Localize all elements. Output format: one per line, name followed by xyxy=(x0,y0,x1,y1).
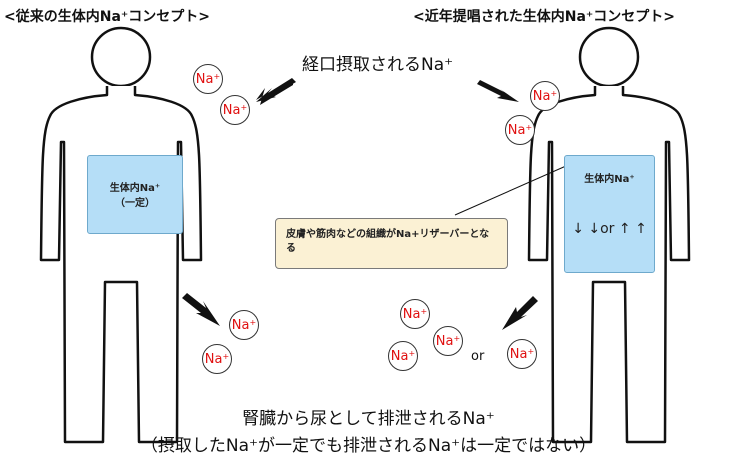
excretion-note: （摂取したNa⁺が一定でも排泄されるNa⁺は一定ではない） xyxy=(140,436,597,456)
sodium-ion: Na+ xyxy=(229,310,259,340)
sodium-ion: Na+ xyxy=(220,95,250,125)
left-person-figure xyxy=(39,26,203,444)
sodium-ion: Na+ xyxy=(193,64,223,94)
right-body-sodium-box: 生体内Na⁺ ↓ ↓or ↑ ↑ xyxy=(564,155,655,273)
sodium-ion: Na+ xyxy=(433,326,463,356)
left-body-sodium-box: 生体内Na⁺ （一定） xyxy=(87,155,183,234)
sodium-ion: Na+ xyxy=(202,344,232,374)
excretion-arrow-left-icon xyxy=(182,293,220,326)
intake-arrow-left-icon xyxy=(256,78,296,105)
reservoir-callout: 皮膚や筋肉などの組織がNa+リザーバーとなる xyxy=(275,218,508,269)
intake-arrow-right-icon xyxy=(477,80,519,102)
or-label: or xyxy=(471,349,485,364)
left-body-sodium-constant: （一定） xyxy=(115,198,155,209)
recent-concept-title: <近年提唱された生体内Na⁺コンセプト> xyxy=(413,9,676,25)
conventional-concept-title: <従来の生体内Na⁺コンセプト> xyxy=(4,9,211,25)
sodium-ion: Na+ xyxy=(530,81,560,111)
oral-intake-label: 経口摂取されるNa⁺ xyxy=(302,55,454,75)
sodium-change-arrows: ↓ ↓or ↑ ↑ xyxy=(572,221,647,237)
renal-excretion-label: 腎臓から尿として排泄されるNa⁺ xyxy=(242,409,495,429)
sodium-ion: Na+ xyxy=(505,115,535,145)
sodium-ion: Na+ xyxy=(400,299,430,329)
right-body-sodium-label: 生体内Na⁺ xyxy=(584,174,635,185)
callout-pointer-line xyxy=(454,161,576,216)
excretion-arrow-right-icon xyxy=(502,296,538,330)
sodium-ion: Na+ xyxy=(507,339,537,369)
left-body-sodium-label: 生体内Na⁺ xyxy=(109,183,161,194)
sodium-ion: Na+ xyxy=(388,341,418,371)
